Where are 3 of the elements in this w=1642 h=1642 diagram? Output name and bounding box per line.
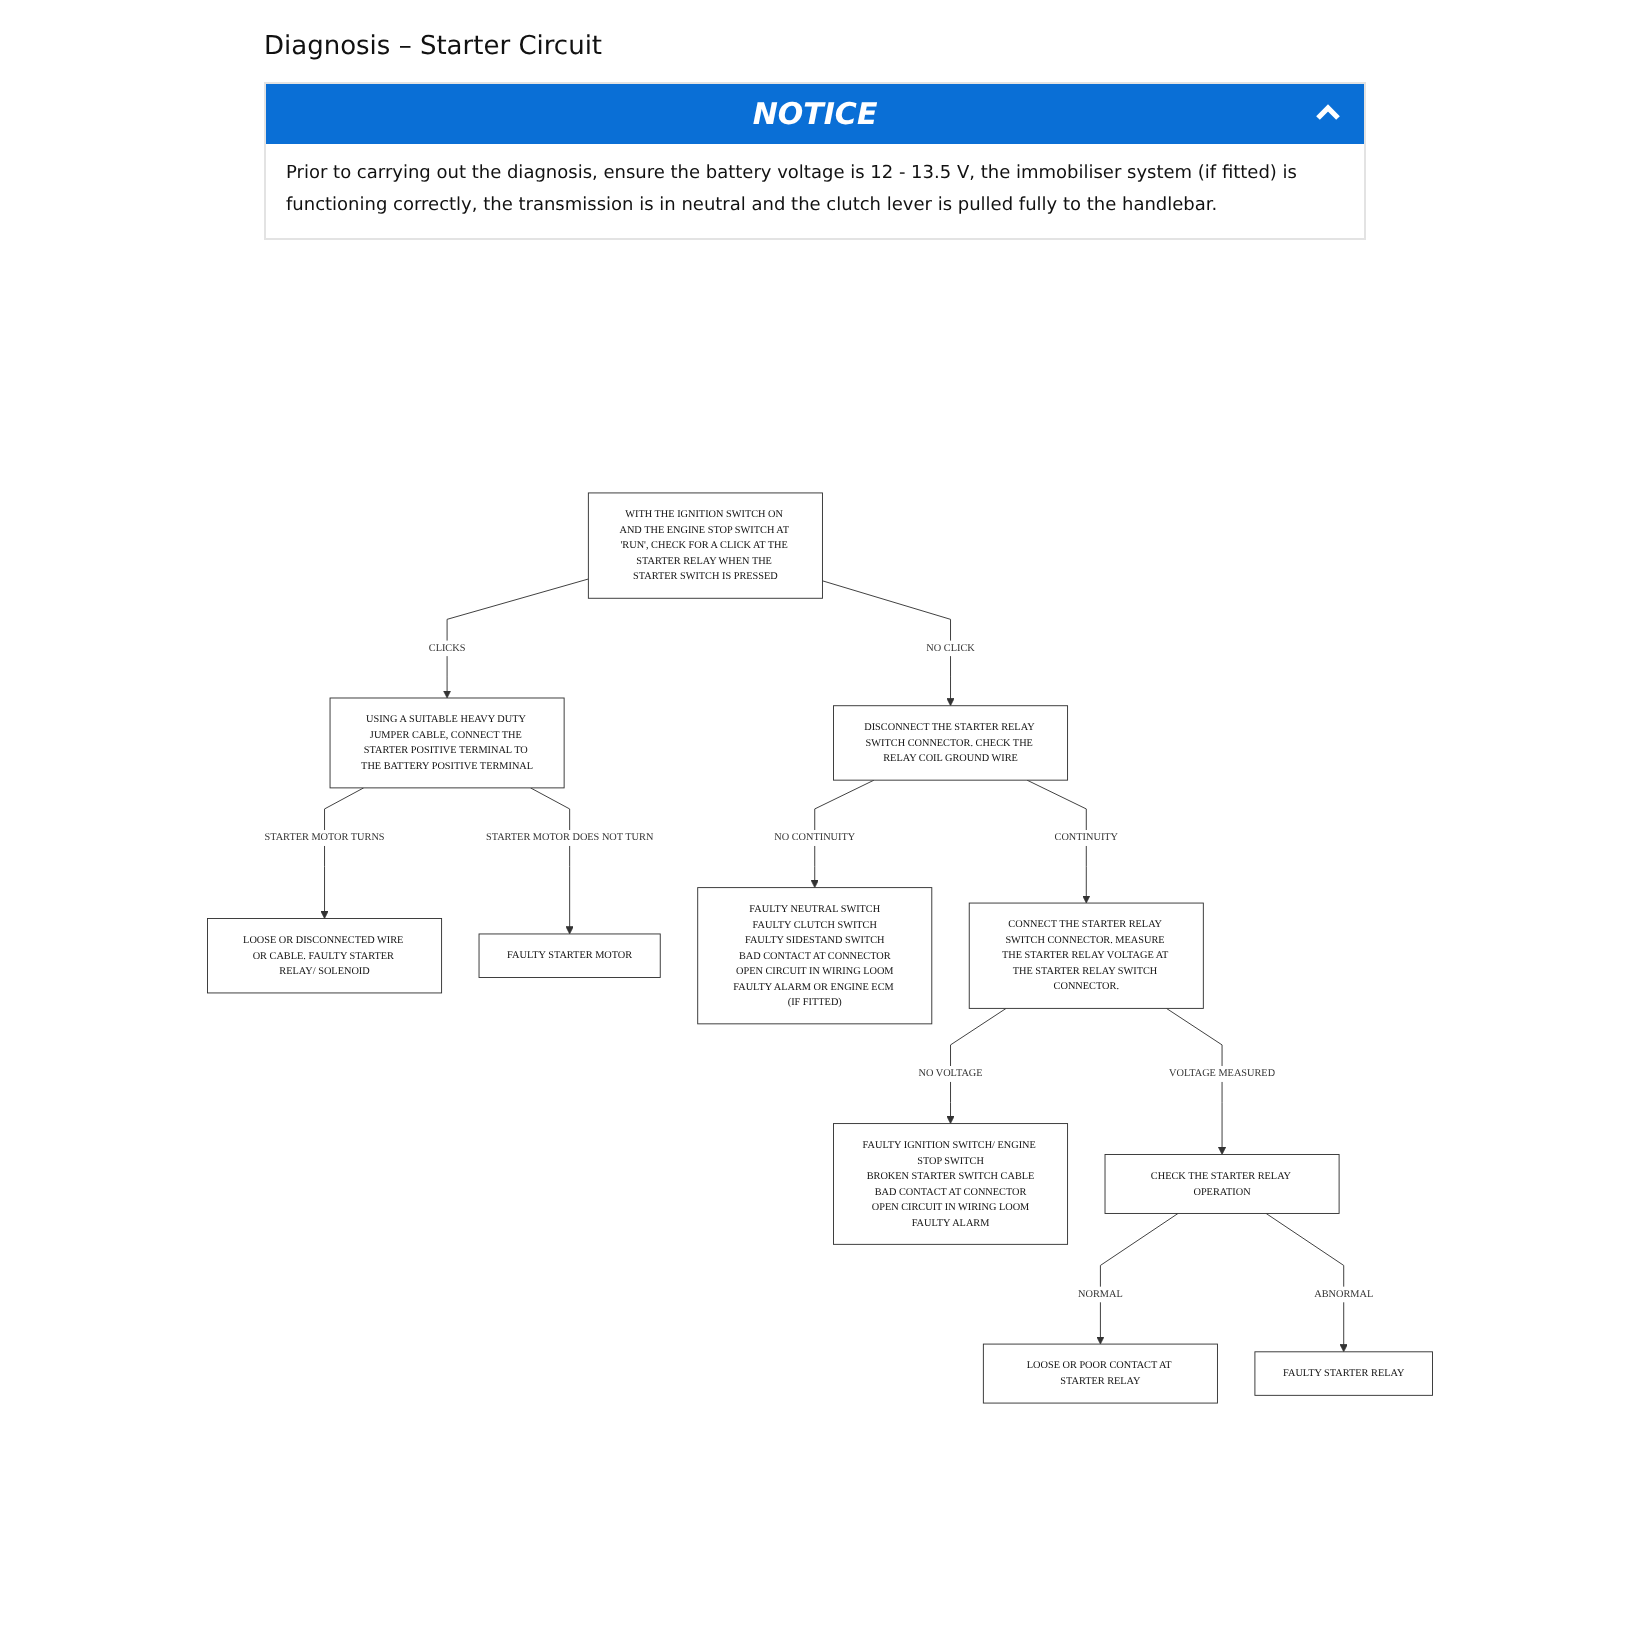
notice-text: Prior to carrying out the diagnosis, ensure the battery voltage is 12 - 13.5 V, the immobiliser system (if fitted) is functioning correctly, the transmission is in neutral and the clutch lever is pulled fully to the handlebar. (284, 162, 1299, 220)
page-title: Diagnosis – Starter Circuit (264, 32, 603, 62)
notice-heading: NOTICE (752, 96, 878, 132)
